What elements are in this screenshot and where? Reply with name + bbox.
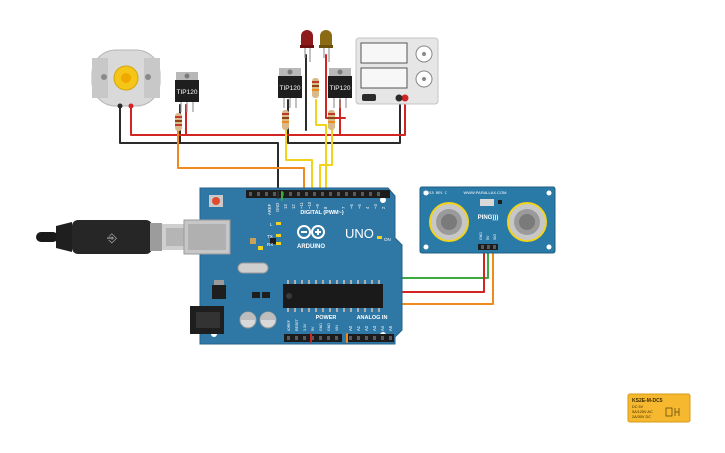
wire-ground-bus	[119, 106, 279, 193]
digital-pin-label: ~10	[307, 201, 312, 209]
transistor-label: TIP120	[177, 89, 198, 96]
power-supply-terminal-black	[395, 94, 403, 102]
resistor-led[interactable]	[312, 78, 319, 98]
digital-header	[246, 190, 390, 198]
analog-pin-label: A3	[372, 325, 377, 331]
analog-header	[346, 334, 394, 342]
sensor-pin-label: SIG	[493, 234, 497, 240]
led-amber[interactable]	[319, 30, 333, 62]
relay-model: KS2E-M-DC5	[632, 398, 663, 404]
power-pin-label: IOREF	[287, 319, 291, 331]
digital-header-label: DIGITAL (PWM~)	[300, 210, 344, 216]
arduino-logo-icon	[297, 225, 325, 239]
tx-label: TX	[267, 234, 273, 239]
digital-pin-label: 2	[381, 206, 386, 209]
wire-yellow-q2	[285, 129, 313, 193]
analog-pin-label: A5	[388, 325, 393, 331]
usb-cable: ⎆	[36, 220, 198, 254]
digital-pin-label: 12	[291, 204, 296, 209]
power-pin-label: 5V	[311, 326, 315, 331]
power-header-label: POWER	[316, 315, 337, 321]
motor-terminal-black	[117, 103, 123, 109]
sensor-pin-label: 5V	[486, 235, 490, 240]
wire-ends	[277, 191, 348, 343]
sensor-brand: WWW.PARALLAX.COM	[463, 190, 506, 195]
resistor-q3[interactable]	[328, 110, 335, 130]
ping-sensor[interactable]: 28015 REV C WWW.PARALLAX.COM PING))) GND…	[419, 186, 556, 254]
power-supply-terminal-red	[401, 94, 409, 102]
dc-motor[interactable]	[91, 49, 161, 109]
gnd-label: GND	[275, 203, 280, 212]
wire-power-bus	[130, 99, 406, 136]
digital-pin-label: 8	[323, 206, 328, 209]
analog-pin-label: A0	[348, 325, 353, 331]
power-pin-label: 3.3V	[303, 323, 307, 331]
wire-yellow-led	[315, 99, 327, 193]
digital-pin-labels: AREF GND 13 12 ~11 ~10 ~9 8 7 ~6 ~5 4 ~3…	[267, 201, 386, 215]
l-label: L	[270, 222, 273, 227]
relay-rating: 2A/30V DC	[632, 415, 651, 419]
power-pin-label: VIN	[335, 325, 339, 331]
transistor-q2[interactable]: TIP120	[278, 68, 302, 108]
relay-rating: DC 5V	[632, 405, 644, 409]
transistor-label: TIP120	[330, 85, 351, 92]
on-led	[377, 236, 382, 239]
digital-pin-label: ~11	[299, 202, 304, 209]
analog-pin-label: A1	[356, 325, 361, 331]
relay-rating: 5A/125V AC	[632, 410, 653, 414]
digital-pin-label: 13	[283, 204, 288, 209]
led-red[interactable]	[300, 30, 314, 62]
arduino-brand: ARDUINO	[297, 244, 325, 250]
arduino-model: UNO	[345, 226, 374, 241]
analog-pin-label: A4	[380, 325, 385, 331]
transistor-q3[interactable]: TIP120	[328, 68, 352, 108]
sensor-pin-label: GND	[479, 232, 483, 240]
digital-pin-label: 7	[341, 206, 346, 209]
power-pin-label: GND	[319, 323, 323, 331]
digital-pin-label: ~9	[315, 204, 320, 209]
digital-pin-label: ~3	[373, 204, 378, 209]
digital-pin-label: ~5	[357, 204, 362, 209]
relay[interactable]: KS2E-M-DC5 DC 5V 5A/125V AC 2A/30V DC	[627, 393, 691, 423]
wire-ground-q2	[287, 99, 401, 144]
resistor-q2[interactable]	[282, 110, 289, 130]
arduino-uno[interactable]: AREF GND 13 12 ~11 ~10 ~9 8 7 ~6 ~5 4 ~3…	[183, 187, 403, 345]
motor-terminal-red	[128, 103, 134, 109]
relay-schematic-icon	[665, 407, 680, 417]
digital-pin-label: 4	[365, 206, 370, 209]
power-pin-label: RESET	[295, 318, 299, 331]
rx-label: RX	[267, 242, 273, 247]
power-pin-label: GND	[327, 323, 331, 331]
digital-pin-label: ~6	[349, 204, 354, 209]
resistor-q1[interactable]	[175, 113, 182, 131]
sensor-small-label: 28015 REV C	[423, 191, 447, 195]
transistor-q1[interactable]: TIP120	[175, 72, 199, 112]
power-supply[interactable]	[355, 37, 439, 105]
transistor-label: TIP120	[280, 85, 301, 92]
analog-header-label: ANALOG IN	[357, 315, 388, 321]
sensor-model: PING)))	[478, 215, 499, 221]
analog-pin-labels: A0 A1 A2 A3 A4 A5	[348, 325, 393, 331]
wire-power-led	[325, 54, 346, 119]
analog-pin-label: A2	[364, 325, 369, 331]
wire-orange-q1	[177, 129, 305, 193]
aref-label: AREF	[267, 203, 272, 215]
on-label: ON	[384, 237, 391, 242]
usb-icon: ⎆	[107, 231, 117, 245]
power-pin-labels: IOREF RESET 3.3V 5V GND GND VIN	[287, 318, 339, 331]
